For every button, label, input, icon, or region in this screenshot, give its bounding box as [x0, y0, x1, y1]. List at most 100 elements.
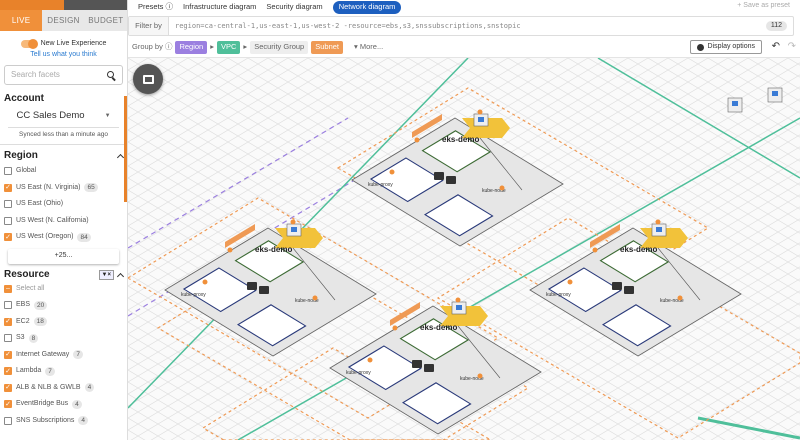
group-chip-region[interactable]: Region: [175, 41, 208, 54]
facet-checkbox[interactable]: ✓US West (Oregon)84: [0, 229, 127, 246]
checkbox[interactable]: ✓: [4, 317, 12, 326]
preset-security[interactable]: Security diagram: [266, 2, 323, 11]
status-dot: [477, 373, 483, 379]
facet-label: Internet Gateway: [16, 350, 70, 358]
node-box[interactable]: [369, 157, 444, 203]
ec2-instance-icon[interactable]: [446, 176, 456, 184]
live-experience-label: New Live Experience: [40, 39, 107, 47]
group-chip-subnet[interactable]: Subnet: [311, 41, 343, 54]
tab-budget[interactable]: BUDGET: [84, 10, 127, 31]
node-box[interactable]: [399, 318, 470, 361]
more-groups-button[interactable]: ▾ More...: [354, 42, 384, 51]
save-preset-button[interactable]: + Save as preset: [737, 2, 790, 9]
count-badge: 7: [73, 350, 83, 360]
filter-clear-icon[interactable]: ▼×: [98, 269, 114, 280]
checkbox[interactable]: ✓: [4, 400, 12, 409]
node-box[interactable]: [401, 382, 472, 425]
facet-label: US West (N. California): [16, 216, 89, 224]
node-box[interactable]: [601, 304, 672, 347]
preset-infrastructure[interactable]: Infrastructure diagram: [183, 2, 257, 11]
chevron-up-icon[interactable]: [116, 153, 125, 162]
diagram-svg[interactable]: eks-demokube-proxykube-nodeeks-demokube-…: [128, 58, 800, 440]
sync-status: Synced less than a minute ago: [19, 131, 108, 138]
node-name: kube-node: [295, 298, 319, 304]
account-select[interactable]: CC Sales Demo ▼: [8, 110, 119, 128]
node-box[interactable]: [236, 304, 307, 347]
tab-design[interactable]: DESIGN: [42, 10, 85, 31]
chevron-up-icon[interactable]: [116, 272, 125, 280]
ec2-instance-icon[interactable]: [434, 172, 444, 180]
display-options-button[interactable]: Display options: [689, 40, 762, 54]
checkbox[interactable]: [4, 301, 12, 310]
logo-aws[interactable]: [0, 0, 64, 10]
checkbox[interactable]: ✓: [4, 383, 12, 392]
chat-button[interactable]: [133, 64, 163, 94]
feedback-link[interactable]: Tell us what you think: [30, 51, 97, 58]
node-name: kube-proxy: [368, 182, 393, 188]
ec2-instance-icon[interactable]: [259, 286, 269, 294]
checkbox[interactable]: ✓: [4, 350, 12, 359]
facet-checkbox[interactable]: ✓US East (N. Virginia)65: [0, 180, 127, 197]
node-box[interactable]: [547, 267, 622, 313]
status-dot: [567, 279, 573, 285]
node-box[interactable]: [182, 267, 257, 313]
status-dot: [499, 185, 505, 191]
checkbox[interactable]: ✓: [4, 183, 12, 192]
redo-icon[interactable]: ↷: [787, 41, 796, 52]
search-placeholder: Search facets: [11, 70, 60, 80]
facet-checkbox[interactable]: Global: [0, 163, 127, 180]
checkbox[interactable]: [4, 167, 12, 176]
group-chip-vpc[interactable]: VPC: [217, 41, 241, 54]
ec2-instance-icon[interactable]: [247, 282, 257, 290]
checkbox[interactable]: ✓: [4, 367, 12, 376]
preset-network[interactable]: Network diagram: [332, 1, 402, 14]
ec2-instance-icon[interactable]: [424, 364, 434, 372]
more-regions-button[interactable]: +25...: [8, 249, 119, 264]
checkbox[interactable]: [4, 200, 12, 209]
subnet-label-tag: [412, 114, 442, 138]
tab-live[interactable]: LIVE: [0, 10, 43, 31]
node-box[interactable]: [234, 240, 305, 283]
filter-bar[interactable]: Filter by region=ca-central-1,us-east-1,…: [128, 16, 794, 36]
live-experience-toggle[interactable]: [20, 39, 38, 49]
checkbox[interactable]: [4, 334, 12, 343]
checkbox[interactable]: [4, 416, 12, 425]
ec2-instance-icon[interactable]: [412, 360, 422, 368]
ec2-instance-icon[interactable]: [624, 286, 634, 294]
undo-icon[interactable]: ↶: [771, 41, 780, 52]
checkbox[interactable]: [4, 216, 12, 225]
node-box[interactable]: [599, 240, 670, 283]
account-value: CC Sales Demo: [16, 109, 85, 121]
ec2-instance-icon[interactable]: [612, 282, 622, 290]
node-box[interactable]: [421, 130, 492, 173]
subnet-boundary: [201, 347, 492, 440]
node-box[interactable]: [347, 345, 422, 391]
filter-query-input[interactable]: region=ca-central-1,us-east-1,us-west-2 …: [175, 21, 521, 30]
checkbox[interactable]: ✓: [4, 233, 12, 242]
select-all-checkbox[interactable]: –Select all: [0, 281, 127, 298]
sidebar-scrollbar[interactable]: [124, 96, 127, 202]
facet-checkbox[interactable]: US East (Ohio): [0, 196, 127, 213]
count-badge: 4: [72, 399, 82, 409]
node-box[interactable]: [423, 194, 494, 237]
facet-label: US West (Oregon): [16, 233, 74, 241]
facet-checkbox[interactable]: US West (N. California): [0, 213, 127, 230]
node-name: kube-proxy: [181, 292, 206, 298]
group-chip-security-group[interactable]: Security Group: [250, 41, 309, 54]
search-facets-input[interactable]: Search facets: [4, 65, 123, 85]
logo-azure[interactable]: [63, 0, 127, 10]
select-all-label: Select all: [16, 284, 45, 292]
